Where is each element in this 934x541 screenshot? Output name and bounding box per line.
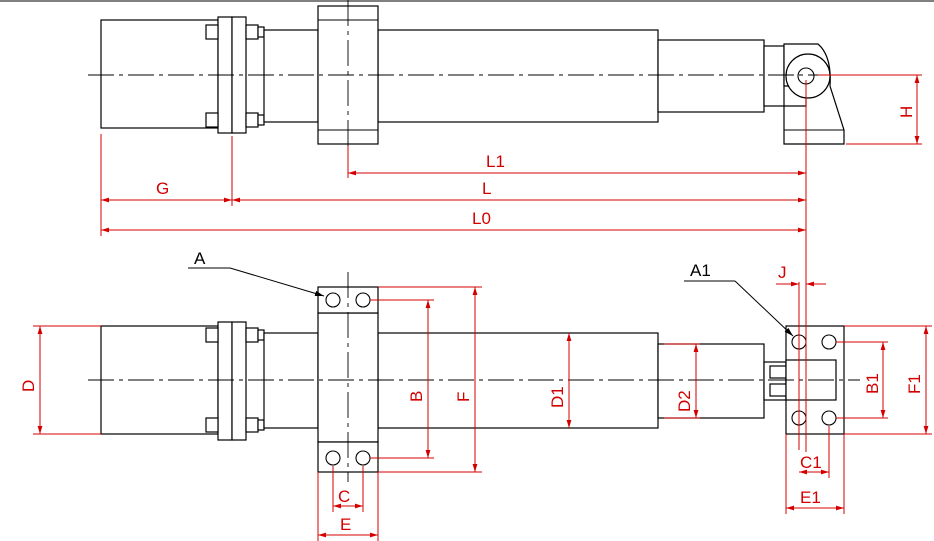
label-d2: D2: [675, 390, 694, 412]
leader-a-line: [229, 267, 325, 297]
top-bolt-head-bottom-right: [245, 417, 259, 433]
top-base-hole-top-right: [821, 334, 837, 350]
side-piston-rod: [657, 39, 765, 113]
label-c: C: [338, 487, 350, 506]
top-mount-hole-bottom-left: [325, 450, 341, 466]
side-rod-end-neck: [763, 45, 785, 107]
side-bolt-head-top-left: [205, 24, 219, 40]
label-e1: E1: [800, 488, 821, 507]
label-j: J: [778, 263, 787, 282]
label-h: H: [897, 106, 916, 118]
top-bolt-head-top-left: [205, 327, 219, 343]
label-l1: L1: [486, 152, 505, 171]
label-e: E: [340, 515, 351, 534]
top-bolt-head-top-right: [245, 327, 259, 343]
callout-a: A: [194, 249, 206, 268]
top-view: [88, 272, 860, 482]
label-f1: F1: [905, 374, 924, 394]
side-bolt-tip-top: [257, 26, 265, 38]
label-d: D: [19, 380, 38, 392]
side-gearbox: [263, 29, 319, 123]
side-bolt-tip-bottom: [257, 114, 265, 126]
top-piston-rod: [657, 343, 765, 419]
label-f: F: [454, 392, 473, 402]
label-b: B: [407, 391, 426, 402]
side-motor-body: [100, 19, 219, 129]
top-flange-right: [231, 321, 247, 441]
top-mount-hole-bottom-right: [355, 450, 371, 466]
label-c1: C1: [800, 453, 822, 472]
side-bolt-head-bottom-left: [205, 112, 219, 128]
label-b1: B1: [863, 373, 882, 394]
top-mount-hole-a-left: [325, 292, 341, 308]
side-cylinder-tube: [377, 29, 659, 123]
leader-a1-line: [734, 280, 794, 337]
callouts: A A1: [188, 249, 794, 337]
top-flange-left: [217, 321, 233, 441]
callout-a1: A1: [690, 261, 711, 280]
top-cylinder-tube: [377, 332, 659, 429]
side-view: [88, 0, 860, 152]
top-gearbox: [263, 332, 319, 429]
top-bolt-head-bottom-left: [205, 417, 219, 433]
top-bolt-tip-top: [257, 329, 265, 341]
dimension-labels: L1 L G L0 H D B F D1 D2 B1 F1 J C E C1 E…: [19, 106, 924, 534]
label-l0: L0: [472, 209, 491, 228]
top-bolt-tip-bottom: [257, 419, 265, 431]
top-base-hole-bottom-right: [821, 410, 837, 426]
top-mount-hole-a-right: [355, 292, 371, 308]
label-d1: D1: [548, 386, 567, 408]
side-bolt-head-top-right: [245, 24, 259, 40]
label-l: L: [482, 179, 491, 198]
dimension-lines: [33, 74, 932, 541]
side-bolt-head-bottom-right: [245, 112, 259, 128]
label-g: G: [156, 179, 169, 198]
